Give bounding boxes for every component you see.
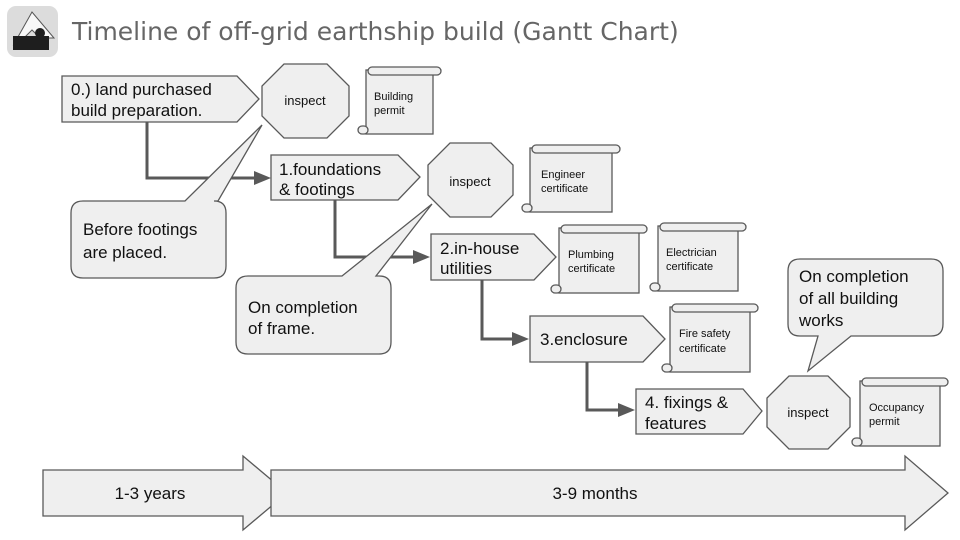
document-electrician-certificate-line-2: certificate: [666, 261, 713, 273]
inspect-0: inspect: [261, 63, 350, 139]
stage-0-line-2: build preparation.: [71, 101, 202, 120]
document-fire-safety-certificate-line-1: Fire safety: [679, 328, 731, 340]
callout-completion-of-works-line-2: of all building: [799, 289, 898, 308]
document-engineer-certificate-line-1: Engineer: [541, 169, 585, 181]
inspect-2-label: inspect: [787, 405, 829, 420]
stage-1-line-2: & footings: [279, 180, 355, 199]
document-plumbing-certificate-line-1: Plumbing: [568, 249, 614, 261]
stage-2-line-1: 2.in-house: [440, 239, 519, 258]
stage-4: 4. fixings & features: [635, 388, 763, 435]
document-fire-safety-certificate: Fire safety certificate: [661, 303, 759, 373]
stage-4-line-1: 4. fixings &: [645, 393, 729, 412]
stage-1: 1.foundations & footings: [270, 154, 421, 201]
earthship-logo-icon: [7, 6, 58, 57]
callout-completion-of-frame-line-2: of frame.: [248, 319, 315, 338]
callout-before-footings-line-2: are placed.: [83, 243, 167, 262]
callout-before-footings: Before footings are placed.: [70, 124, 263, 279]
document-building-permit-line-1: Building: [374, 91, 413, 103]
document-building-permit-line-2: permit: [374, 105, 405, 117]
document-occupancy-permit-line-2: permit: [869, 416, 900, 428]
stage-0: 0.) land purchased build preparation.: [61, 75, 260, 123]
document-building-permit: Building permit: [357, 66, 442, 135]
page-title: Timeline of off-grid earthship build (Ga…: [71, 17, 679, 46]
stage-3: 3.enclosure: [529, 315, 666, 363]
callout-before-footings-line-1: Before footings: [83, 220, 197, 239]
stage-4-line-2: features: [645, 414, 706, 433]
stage-1-line-1: 1.foundations: [279, 160, 381, 179]
stage-0-line-1: 0.) land purchased: [71, 80, 212, 99]
document-plumbing-certificate-line-2: certificate: [568, 263, 615, 275]
stage-2: 2.in-house utilities: [430, 233, 557, 281]
inspect-2: inspect: [766, 375, 851, 450]
document-electrician-certificate: Electrician certificate: [649, 222, 747, 292]
inspect-1: inspect: [427, 142, 514, 218]
stage-3-line-1: 3.enclosure: [540, 330, 628, 349]
document-electrician-certificate-line-1: Electrician: [666, 247, 717, 259]
timeline-months-label: 3-9 months: [552, 484, 637, 503]
document-plumbing-certificate: Plumbing certificate: [550, 224, 648, 294]
inspect-1-label: inspect: [449, 174, 491, 189]
document-fire-safety-certificate-line-2: certificate: [679, 343, 726, 355]
document-engineer-certificate: Engineer certificate: [521, 144, 621, 213]
callout-completion-of-works-line-1: On completion: [799, 267, 909, 286]
inspect-0-label: inspect: [284, 93, 326, 108]
timeline-months-arrow: 3-9 months: [270, 454, 949, 532]
document-occupancy-permit: Occupancy permit: [851, 377, 949, 447]
callout-completion-of-works: On completion of all building works: [787, 258, 944, 373]
stage-2-line-2: utilities: [440, 259, 492, 278]
timeline-years-label: 1-3 years: [115, 484, 186, 503]
document-occupancy-permit-line-1: Occupancy: [869, 402, 925, 414]
callout-completion-of-frame: On completion of frame.: [235, 203, 433, 355]
callout-completion-of-frame-line-1: On completion: [248, 298, 358, 317]
document-engineer-certificate-line-2: certificate: [541, 183, 588, 195]
callout-completion-of-works-line-3: works: [798, 311, 843, 330]
timeline-years-arrow: 1-3 years: [42, 454, 289, 532]
